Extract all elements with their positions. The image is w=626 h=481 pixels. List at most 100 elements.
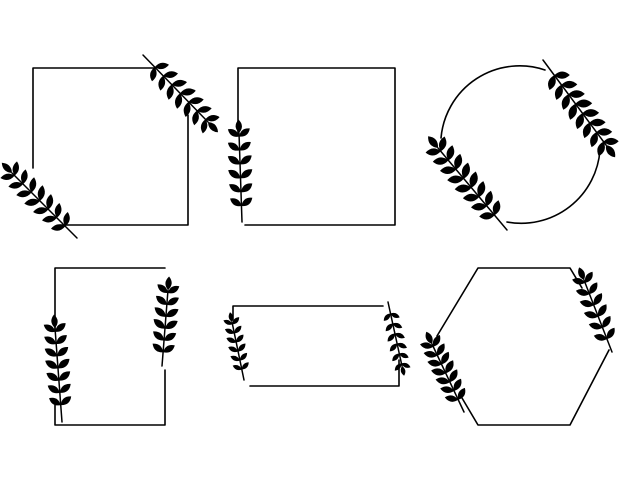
leaf: [394, 332, 405, 339]
leaf: [44, 336, 57, 345]
leaf: [479, 212, 495, 220]
leaf: [389, 343, 398, 352]
leaf: [446, 145, 455, 161]
leaf: [461, 162, 470, 179]
wide-rectangle-frame: [223, 301, 411, 387]
leaf: [447, 175, 464, 184]
leaf: [597, 304, 607, 317]
frame-outline: [54, 267, 166, 426]
frame-outline: [232, 305, 400, 387]
leaf: [593, 293, 603, 306]
leaf: [583, 311, 599, 319]
leaf: [603, 137, 619, 146]
leaf: [606, 327, 615, 339]
leaf: [12, 161, 20, 176]
leaf: [234, 325, 242, 334]
leaf: [16, 190, 32, 198]
leaf: [58, 371, 71, 381]
leaf: [457, 387, 466, 400]
leaf: [441, 351, 450, 365]
leaf: [205, 115, 220, 122]
leaf: [171, 79, 187, 87]
leaf: [239, 128, 250, 137]
leaf: [436, 343, 445, 356]
leaf: [29, 177, 37, 193]
leaf: [578, 267, 585, 280]
leaf: [224, 328, 235, 334]
leaf: [240, 352, 248, 361]
leaf: [192, 110, 199, 126]
leaf: [150, 67, 157, 82]
leaf: [596, 128, 613, 136]
frame-outline: [436, 267, 610, 426]
leaf: [232, 317, 240, 325]
leaf: [471, 202, 487, 211]
leaf: [477, 181, 486, 197]
branch-stem: [437, 147, 508, 231]
leaf: [154, 62, 169, 70]
leaf: [240, 169, 253, 179]
leaf: [575, 113, 585, 129]
leaf: [440, 386, 455, 394]
leaf: [42, 215, 57, 223]
leaf: [423, 351, 438, 358]
leaf: [431, 368, 446, 376]
laurel-branch-icon: [425, 136, 508, 231]
leaf: [230, 355, 240, 362]
leaf: [240, 155, 252, 165]
leaf: [399, 352, 409, 359]
leaf: [154, 307, 166, 317]
leaf: [163, 345, 175, 353]
laurel-branch-icon: [227, 119, 253, 223]
leaf: [548, 75, 556, 90]
leaf: [590, 132, 598, 148]
leaf: [605, 145, 616, 158]
leaf: [401, 362, 411, 368]
leaf: [400, 366, 406, 376]
leaf: [390, 312, 400, 318]
leaf: [223, 319, 233, 325]
leaf: [235, 119, 242, 133]
leaf: [226, 337, 237, 343]
leaf: [33, 207, 49, 215]
leaf: [385, 323, 393, 332]
laurel-branch-icon: [420, 331, 466, 413]
leaf: [239, 141, 251, 151]
laurel-branch-icon: [43, 314, 72, 423]
hexagon-frame: [420, 267, 615, 426]
leaf: [392, 353, 400, 362]
branch-stem: [161, 289, 169, 367]
leaf: [575, 289, 590, 296]
leaf: [166, 297, 179, 306]
square-frame-tilted: [0, 54, 220, 239]
leaf: [57, 346, 69, 357]
leaf: [449, 369, 458, 383]
leaf: [188, 97, 204, 105]
leaf: [427, 359, 442, 367]
leaf: [227, 128, 240, 137]
leaf: [575, 99, 593, 108]
leaf: [44, 348, 58, 357]
leaf: [165, 320, 178, 330]
leaf: [579, 299, 594, 308]
leaf: [568, 90, 585, 98]
branch-stem: [583, 279, 613, 353]
leaf: [232, 365, 242, 371]
leaf: [46, 372, 59, 381]
leaf: [153, 319, 165, 329]
leaf: [24, 198, 40, 206]
leaf: [454, 184, 472, 193]
leaf: [180, 88, 196, 96]
leaf: [440, 166, 457, 175]
leaf: [43, 324, 56, 333]
frame-outline: [440, 65, 601, 225]
leaf: [45, 360, 58, 369]
leaf: [164, 332, 177, 341]
leaf: [158, 75, 166, 91]
laurel-branch-icon: [572, 267, 615, 353]
leaf: [432, 335, 441, 347]
leaf: [554, 71, 570, 79]
leaf: [589, 118, 606, 127]
leaf: [454, 153, 463, 170]
leaf: [228, 312, 234, 322]
